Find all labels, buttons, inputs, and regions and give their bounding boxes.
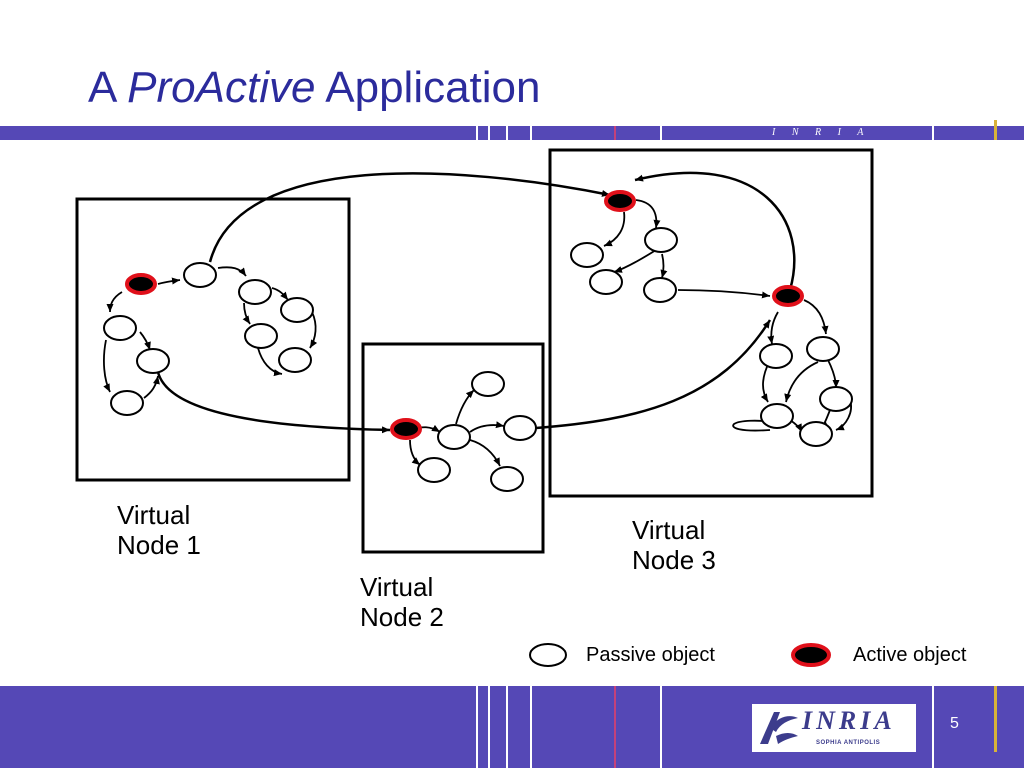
- top-band-line: [476, 126, 478, 140]
- passive-object: [570, 242, 604, 268]
- vn3-line1: Virtual: [632, 515, 706, 545]
- inria-logo-text: INRIA: [802, 706, 896, 735]
- passive-object: [503, 415, 537, 441]
- title-prefix: A: [88, 63, 128, 112]
- top-band-line: [530, 126, 532, 140]
- active-objects: [125, 190, 831, 667]
- passive-object: [806, 336, 840, 362]
- legend-active-icon: [791, 643, 831, 667]
- local-references: [103, 199, 852, 467]
- bottom-band-line: [506, 686, 508, 768]
- top-band-line: [614, 126, 616, 140]
- page-number: 5: [950, 715, 959, 732]
- passive-object: [589, 269, 623, 295]
- vn2-line2: Node 2: [360, 602, 444, 632]
- legend-passive-label: Passive object: [586, 644, 715, 666]
- vn2-line1: Virtual: [360, 572, 434, 602]
- active-object-vn1: [125, 273, 157, 295]
- inria-logo-subtitle: SOPHIA ANTIPOLIS: [816, 740, 881, 746]
- bottom-band-line: [614, 686, 616, 768]
- active-object-vn3-top: [604, 190, 636, 212]
- link-vn3-loop: [634, 171, 796, 291]
- active-object-vn3-right: [772, 285, 804, 307]
- passive-object: [760, 403, 794, 429]
- passive-object: [417, 457, 451, 483]
- bottom-band-line: [476, 686, 478, 768]
- passive-object: [437, 424, 471, 450]
- vn1-line2: Node 1: [117, 530, 201, 560]
- top-band-line: [506, 126, 508, 140]
- top-band-line: [932, 126, 934, 140]
- top-band: [0, 126, 1024, 140]
- virtual-node-1-box: [75, 197, 351, 482]
- passive-object: [103, 315, 137, 341]
- link-vn1-to-vn2: [156, 371, 391, 434]
- passive-object: [819, 386, 853, 412]
- title-suffix: Application: [315, 63, 541, 112]
- top-band-line: [660, 126, 662, 140]
- bottom-band-gold-line: [994, 686, 997, 752]
- bottom-band-line: [530, 686, 532, 768]
- slide-title: A ProActive Application: [88, 63, 541, 112]
- passive-object: [471, 371, 505, 397]
- title-italic: ProActive: [127, 63, 316, 112]
- passive-object: [490, 466, 524, 492]
- passive-object: [238, 279, 272, 305]
- vn1-line1: Virtual: [117, 500, 191, 530]
- link-vn2-to-vn3: [535, 319, 772, 430]
- inria-emblem-icon: [760, 712, 798, 744]
- passive-object: [799, 421, 833, 447]
- inria-logo-small: I N R I A: [772, 127, 871, 138]
- passive-object: [278, 347, 312, 373]
- passive-object: [644, 227, 678, 253]
- top-band-line: [488, 126, 490, 140]
- passive-object: [280, 297, 314, 323]
- active-object-vn2: [390, 418, 422, 440]
- passive-object: [136, 348, 170, 374]
- passive-objects: [103, 227, 853, 667]
- link-vn1-to-vn3: [208, 172, 611, 263]
- bottom-band-line: [488, 686, 490, 768]
- bottom-band-line: [660, 686, 662, 768]
- legend-active-label: Active object: [853, 644, 967, 666]
- passive-object: [183, 262, 217, 288]
- vn3-line2: Node 3: [632, 545, 716, 575]
- passive-object: [643, 277, 677, 303]
- inria-logo: [752, 704, 916, 752]
- passive-object: [110, 390, 144, 416]
- cross-node-links: [156, 171, 796, 434]
- bottom-band-line: [932, 686, 934, 768]
- virtual-node-3-box: [548, 148, 874, 498]
- virtual-node-2-box: [361, 342, 545, 554]
- passive-object: [759, 343, 793, 369]
- legend-passive-icon: [529, 643, 567, 667]
- top-band-gold-line: [994, 120, 997, 140]
- passive-object: [244, 323, 278, 349]
